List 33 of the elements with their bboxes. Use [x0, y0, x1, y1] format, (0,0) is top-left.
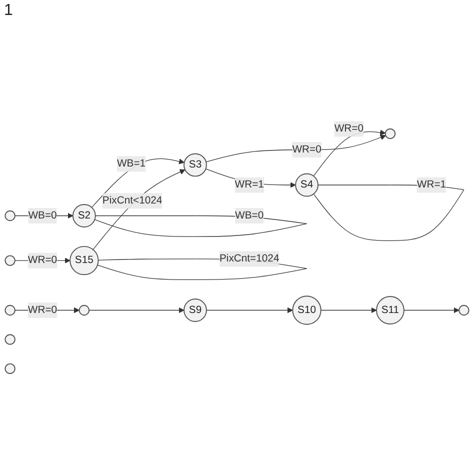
edge-label: WR=0: [28, 304, 58, 316]
arrow: [320, 307, 377, 313]
node-circle: S3: [184, 152, 207, 176]
edge-label: WR=1: [234, 178, 264, 190]
edge-label: WR=0: [334, 122, 364, 134]
arrow: [206, 134, 386, 162]
arrow: [92, 168, 186, 250]
edge-label: WB=0: [235, 210, 264, 221]
node-circle: [4, 304, 16, 316]
node-circle: S11: [376, 296, 404, 324]
node-circle: S10: [292, 295, 322, 324]
node-circle: S2: [72, 204, 96, 228]
node-circle: S15: [70, 246, 99, 275]
node-circle: S4: [295, 172, 318, 196]
edge-label: PixCnt=1024: [219, 252, 280, 264]
node-circle: [4, 210, 16, 221]
node-circle: [4, 362, 16, 374]
edge-label: WB=0: [28, 210, 57, 221]
arrow: [88, 307, 184, 313]
node-circle: [4, 334, 16, 344]
arrow: [404, 307, 460, 313]
arrow: [206, 307, 293, 313]
node-circle: [4, 254, 16, 266]
state-label: 1: [4, 2, 13, 19]
node-circle: [78, 304, 90, 316]
edge-label: WR=0: [28, 254, 58, 266]
edge-label: PixCnt<1024: [102, 194, 162, 206]
edge-label: WR=0: [292, 144, 322, 155]
edge-label: WR=1: [416, 178, 446, 190]
node-circle: [384, 128, 396, 139]
edge-label: WB=1: [117, 158, 146, 169]
node-circle: [458, 304, 470, 316]
node-circle: S9: [184, 298, 207, 322]
